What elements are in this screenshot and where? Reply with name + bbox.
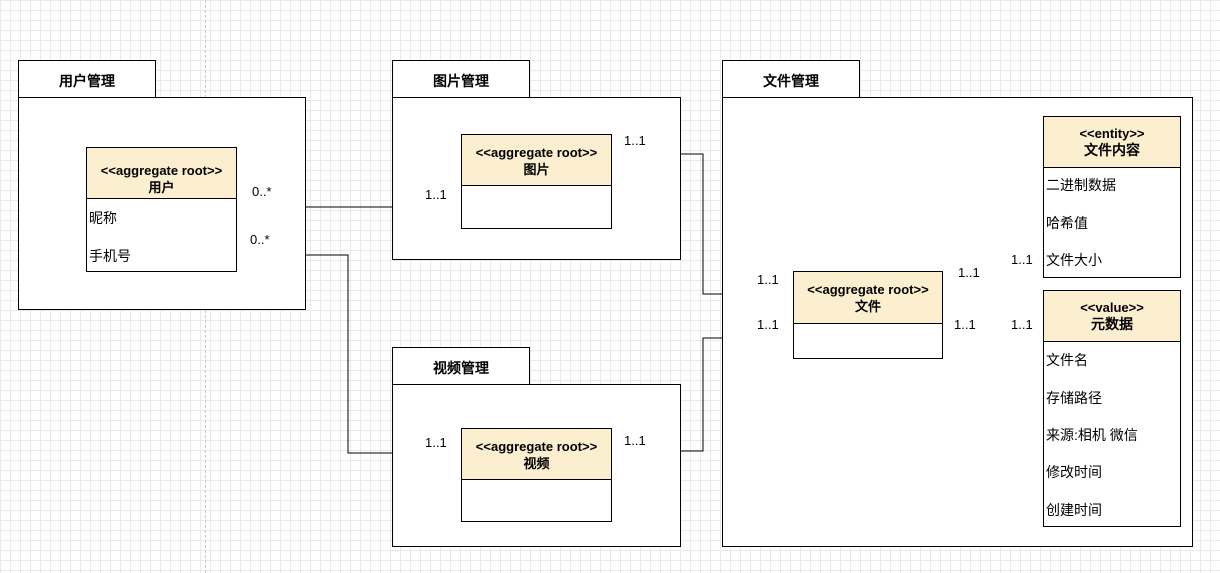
class-metadata-stereotype: <<value>> — [1080, 300, 1144, 315]
multiplicity-user-video-video: 1..1 — [425, 435, 447, 450]
class-image-header: <<aggregate root>> 图片 — [462, 135, 611, 186]
class-user-attr-nickname: 昵称 — [89, 210, 117, 226]
class-file-header: <<aggregate root>> 文件 — [794, 272, 942, 324]
class-file[interactable]: <<aggregate root>> 文件 — [793, 271, 943, 359]
class-metadata-attr-filename: 文件名 — [1046, 352, 1088, 368]
class-image-stereotype: <<aggregate root>> — [475, 145, 598, 160]
class-metadata-attr-path: 存储路径 — [1046, 390, 1102, 406]
class-file-content-stereotype: <<entity>> — [1079, 126, 1145, 141]
package-tab-user[interactable]: 用户管理 — [18, 60, 156, 98]
multiplicity-file-content-content: 1..1 — [1011, 252, 1033, 267]
class-metadata-name: 元数据 — [1091, 316, 1133, 332]
multiplicity-user-image-image: 1..1 — [425, 187, 447, 202]
multiplicity-file-content-file: 1..1 — [958, 265, 980, 280]
package-tab-image[interactable]: 图片管理 — [392, 60, 530, 98]
class-metadata-attr-created: 创建时间 — [1046, 502, 1102, 518]
class-file-content-header: <<entity>> 文件内容 — [1044, 117, 1180, 168]
class-user-name: 用户 — [148, 180, 175, 195]
multiplicity-image-file-file: 1..1 — [757, 272, 779, 287]
class-video-stereotype: <<aggregate root>> — [475, 439, 598, 454]
package-tab-file[interactable]: 文件管理 — [722, 60, 860, 98]
class-video-header: <<aggregate root>> 视频 — [462, 429, 611, 480]
class-video[interactable]: <<aggregate root>> 视频 — [461, 428, 612, 522]
class-file-content[interactable]: <<entity>> 文件内容 二进制数据 哈希值 文件大小 — [1043, 116, 1181, 278]
class-image[interactable]: <<aggregate root>> 图片 — [461, 134, 612, 229]
class-metadata-attr-source: 来源:相机 微信 — [1046, 427, 1138, 443]
class-metadata-header: <<value>> 元数据 — [1044, 291, 1180, 342]
class-metadata[interactable]: <<value>> 元数据 文件名 存储路径 来源:相机 微信 修改时间 创建时… — [1043, 290, 1181, 527]
class-user-attr-phone: 手机号 — [89, 248, 131, 264]
class-user[interactable]: <<aggregate root>> 用户 昵称 手机号 — [86, 147, 237, 272]
class-image-name: 图片 — [523, 162, 550, 177]
class-video-name: 视频 — [523, 456, 550, 471]
class-file-name: 文件 — [854, 299, 881, 314]
multiplicity-user-video-user: 0..* — [250, 232, 270, 247]
class-user-header: <<aggregate root>> 用户 — [87, 148, 236, 199]
package-tab-video[interactable]: 视频管理 — [392, 347, 530, 385]
class-user-stereotype: <<aggregate root>> — [100, 163, 223, 178]
class-file-content-attr-binary: 二进制数据 — [1046, 177, 1116, 193]
multiplicity-video-file-file: 1..1 — [757, 317, 779, 332]
multiplicity-image-file-image: 1..1 — [624, 133, 646, 148]
multiplicity-video-file-video: 1..1 — [624, 433, 646, 448]
multiplicity-file-meta-meta: 1..1 — [1011, 317, 1033, 332]
multiplicity-user-image-user: 0..* — [252, 184, 272, 199]
class-metadata-attr-modified: 修改时间 — [1046, 464, 1102, 480]
class-file-content-attr-size: 文件大小 — [1046, 252, 1102, 268]
class-file-content-name: 文件内容 — [1084, 142, 1140, 158]
class-file-content-attr-hash: 哈希值 — [1046, 215, 1088, 231]
multiplicity-file-meta-file: 1..1 — [954, 317, 976, 332]
class-file-stereotype: <<aggregate root>> — [807, 282, 929, 297]
